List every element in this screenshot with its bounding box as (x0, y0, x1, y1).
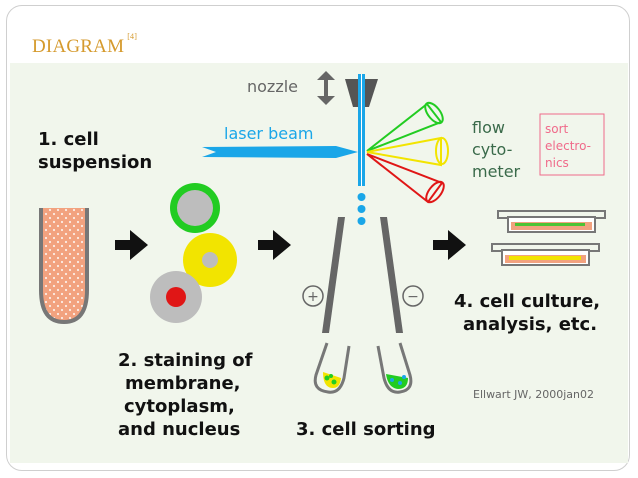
culture-dish-top (497, 210, 606, 233)
culture-dish-bottom (491, 243, 600, 266)
step2-label-line4: and nucleus (118, 419, 240, 440)
slide-title-text: DIAGRAM (32, 36, 125, 57)
step4-label-line1: 4. cell culture, (454, 291, 600, 312)
flow-cytometer-label-line2: cyto- (472, 140, 512, 159)
plus-charge-icon: + (302, 285, 324, 307)
collection-tube-left (313, 342, 351, 394)
slide-title: DIAGRAM[4] (32, 32, 137, 58)
step1-label-line1: 1. cell (38, 129, 99, 150)
cell-membrane-stained (170, 183, 220, 233)
laser-beam-arrow (202, 146, 358, 158)
plus-charge-symbol: + (307, 289, 319, 305)
step2-label-line3: cytoplasm, (124, 396, 235, 417)
credit-text: Ellwart JW, 2000jan02 (473, 388, 594, 401)
scatter-cone-red (366, 153, 445, 204)
step4-label-line2: analysis, etc. (463, 314, 597, 335)
deflection-plate-negative (380, 217, 403, 333)
sort-electronics-label-line2: electro- (545, 139, 591, 153)
sort-electronics-label-line1: sort (545, 122, 569, 136)
sort-electronics-label-line3: nics (545, 156, 569, 170)
slide-frame (6, 5, 630, 471)
sort-electronics-box (539, 113, 605, 176)
flow-cytometer-label-line3: meter (472, 162, 521, 181)
cell-cytoplasm-stained (183, 233, 237, 287)
scatter-cone-yellow (366, 136, 449, 167)
arrow-right-icon-1 (115, 230, 148, 260)
step2-label-line2: membrane, (125, 373, 241, 394)
flow-cytometer-label-line1: flow (472, 118, 505, 137)
step1-label-line2: suspension (38, 152, 152, 173)
collection-tube-right (376, 342, 413, 394)
step2-label-line1: 2. staining of (118, 350, 253, 371)
fluid-stream (357, 74, 366, 225)
minus-charge-icon: − (402, 285, 424, 307)
nozzle-up-down-arrow-icon (317, 71, 335, 105)
arrow-right-icon-2 (258, 230, 291, 260)
cell-nucleus-stained (150, 271, 202, 323)
laser-beam-label: laser beam (224, 124, 313, 143)
nozzle-label: nozzle (247, 77, 298, 96)
scatter-cone-green (366, 101, 444, 152)
arrow-right-icon-3 (433, 230, 466, 260)
cell-suspension-tube-icon (39, 208, 89, 325)
slide-title-reference: [4] (127, 31, 138, 41)
deflection-plate-positive (322, 217, 345, 333)
minus-charge-symbol: − (407, 289, 419, 305)
step3-label: 3. cell sorting (296, 419, 436, 440)
